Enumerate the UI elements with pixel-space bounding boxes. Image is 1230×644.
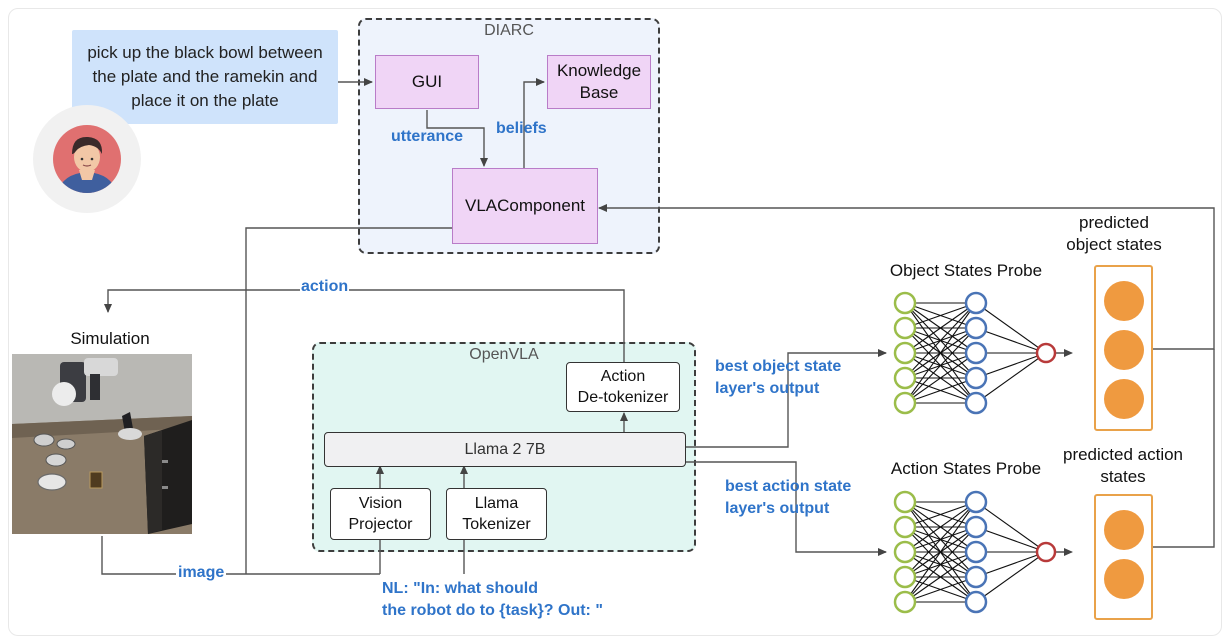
object-probe-output-neuron <box>1035 342 1057 364</box>
object-probe-input-neurons <box>893 291 917 415</box>
edge-llama-to-object-probe <box>686 349 887 448</box>
action-label: action <box>300 276 350 298</box>
action-states-probe-label: Action States Probe <box>890 459 1042 478</box>
llama-tokenizer-node: Llama Tokenizer <box>446 488 547 540</box>
edge-llama-to-action-probe <box>686 461 887 556</box>
edge-gui-to-vla <box>426 110 488 167</box>
edge-detok-to-sim <box>104 289 625 362</box>
edge-vla-to-kb <box>523 78 545 168</box>
action-state-output <box>1104 510 1144 550</box>
action-probe-network <box>893 490 1073 614</box>
action-detokenizer-node: Action De-tokenizer <box>566 362 680 412</box>
simulation-robot-image <box>12 354 192 534</box>
beliefs-label: beliefs <box>496 120 547 137</box>
object-probe-edges <box>904 302 1073 404</box>
simulation-label: Simulation <box>70 329 150 348</box>
image-label: image <box>176 562 227 584</box>
vision-projector-node: Vision Projector <box>330 488 431 540</box>
knowledge-base-node: Knowledge Base <box>547 55 651 109</box>
action-probe-output-neuron <box>1035 541 1057 563</box>
best-action-layer-label: best action state layer's output <box>725 478 852 517</box>
llama-node: Llama 2 7B <box>324 432 686 467</box>
user-instruction-bubble: pick up the black bowl between the plate… <box>72 30 338 124</box>
utterance-label: utterance <box>391 128 464 145</box>
action-state-output <box>1104 559 1144 599</box>
user-avatar-icon <box>32 104 142 214</box>
action-probe-input-neurons <box>893 490 917 614</box>
edge-object-states-to-vla <box>598 204 1215 350</box>
edge-action-states-to-vla <box>1153 349 1215 548</box>
object-state-output <box>1104 379 1144 419</box>
object-state-output <box>1104 330 1144 370</box>
predicted-action-states-label: predicted action states <box>1062 445 1184 486</box>
openvla-title: OpenVLA <box>469 346 539 363</box>
object-probe-hidden-neurons <box>964 291 988 415</box>
best-object-layer-label: best object state layer's output <box>715 358 842 397</box>
gui-node: GUI <box>375 55 479 109</box>
edge-sim-to-image <box>101 536 380 575</box>
predicted-action-states-box <box>1094 494 1153 620</box>
nl-prompt-label: NL: "In: what should the robot do to {ta… <box>382 580 603 619</box>
figure-frame <box>8 8 1222 636</box>
edge-vla-to-image <box>245 227 452 574</box>
vla-component-node: VLAComponent <box>452 168 598 244</box>
predicted-object-states-label: predicted object states <box>1066 213 1162 254</box>
object-state-output <box>1104 281 1144 321</box>
action-probe-hidden-neurons <box>964 490 988 614</box>
object-states-probe-label: Object States Probe <box>889 261 1043 280</box>
predicted-object-states-box <box>1094 265 1153 431</box>
diarc-title: DIARC <box>484 22 534 39</box>
action-probe-edges <box>904 501 1073 603</box>
object-probe-network <box>893 291 1073 415</box>
